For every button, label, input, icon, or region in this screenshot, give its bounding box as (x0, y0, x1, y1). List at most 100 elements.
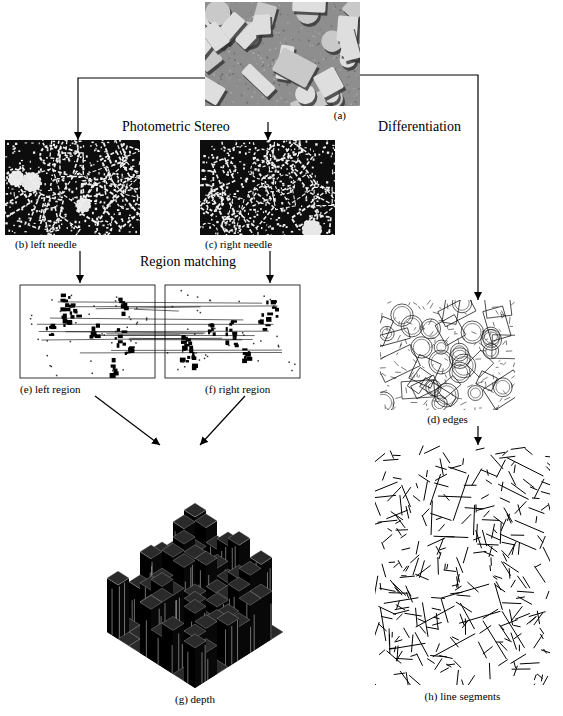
line-segment (375, 497, 380, 516)
speckle (333, 147, 334, 149)
speckle (56, 227, 58, 229)
edge-curve (492, 335, 515, 359)
speckle (130, 340, 132, 342)
speckle (71, 230, 73, 232)
line-segment (541, 505, 548, 510)
speckle (266, 106, 268, 107)
line-segment (417, 654, 423, 666)
speckle (46, 173, 48, 174)
speckle (237, 8, 239, 10)
region-blob (180, 360, 185, 363)
speckle (254, 168, 256, 170)
line-segment (446, 664, 451, 667)
speckle (263, 69, 265, 71)
speckle (79, 165, 81, 167)
speckle (229, 58, 231, 60)
speckle (291, 149, 292, 150)
speckle (200, 312, 202, 314)
line-segment (389, 562, 395, 563)
edge-fragment (460, 409, 466, 410)
line-segment (517, 576, 526, 589)
speckle (236, 76, 238, 78)
speckle (95, 208, 97, 210)
speckle (36, 210, 38, 211)
edge-fragment (420, 326, 425, 329)
speckle (52, 226, 54, 228)
line-segment (476, 448, 485, 450)
match-line (80, 352, 282, 353)
edge-fragment (431, 344, 434, 348)
edge-curve (393, 306, 410, 323)
speckle (28, 217, 30, 218)
line-segment (382, 564, 386, 577)
line-segment (540, 628, 544, 634)
speckle (227, 171, 229, 173)
speckle (317, 200, 319, 202)
speckle (270, 218, 272, 219)
needle-outline (200, 223, 218, 235)
edge-fragment (422, 328, 425, 330)
speckle (288, 199, 289, 200)
line-segment (441, 584, 489, 598)
speckle (204, 178, 206, 180)
speckle (213, 149, 215, 150)
edge-fragment (458, 364, 461, 367)
region-blob (117, 343, 120, 348)
speckle (226, 75, 228, 77)
speckle (312, 45, 314, 47)
edge-fragment (492, 306, 498, 307)
speckle (47, 149, 49, 151)
speckle (132, 159, 133, 161)
speckle (116, 296, 118, 298)
line-segment (473, 537, 481, 540)
speckle (333, 58, 335, 60)
speckle (91, 142, 93, 143)
edge-curve (431, 353, 450, 372)
line-segment (378, 520, 398, 522)
speckle (239, 79, 241, 81)
edge-fragment (493, 409, 497, 410)
speckle (319, 154, 321, 156)
speckle (133, 200, 135, 202)
line-segment (387, 528, 392, 531)
speckle (102, 205, 103, 207)
speckle (133, 159, 134, 161)
region-blob (180, 358, 186, 362)
speckle (31, 200, 33, 202)
speckle (266, 194, 267, 196)
line-segment (513, 625, 520, 627)
region-blob (235, 344, 239, 347)
speckle (253, 216, 255, 218)
speckle (45, 203, 46, 204)
speckle (281, 97, 283, 99)
edge-fragment (509, 317, 511, 324)
speckle (30, 168, 31, 170)
speckle (55, 201, 57, 203)
speckle (270, 299, 272, 301)
speckle (258, 52, 260, 54)
speckle (248, 88, 250, 90)
line-segment (415, 632, 428, 656)
speckle (344, 104, 346, 106)
line-segment (406, 592, 409, 598)
speckle (299, 209, 301, 211)
region-image (12, 283, 302, 380)
speckle (76, 196, 78, 198)
line-segment (395, 640, 402, 642)
speckle (222, 74, 224, 76)
needle-outline (104, 194, 138, 228)
speckle (238, 301, 240, 303)
speckle (115, 160, 117, 162)
edge-fragment (504, 397, 510, 400)
speckle (236, 146, 238, 147)
line-segment (450, 592, 462, 594)
speckle (314, 59, 316, 61)
speckle (253, 209, 255, 211)
speckle (135, 231, 137, 233)
edge-fragment (515, 306, 516, 309)
speckle (8, 187, 9, 188)
speckle (250, 12, 252, 14)
speckle (247, 102, 249, 104)
speckle (107, 142, 109, 143)
speckle (40, 235, 42, 236)
